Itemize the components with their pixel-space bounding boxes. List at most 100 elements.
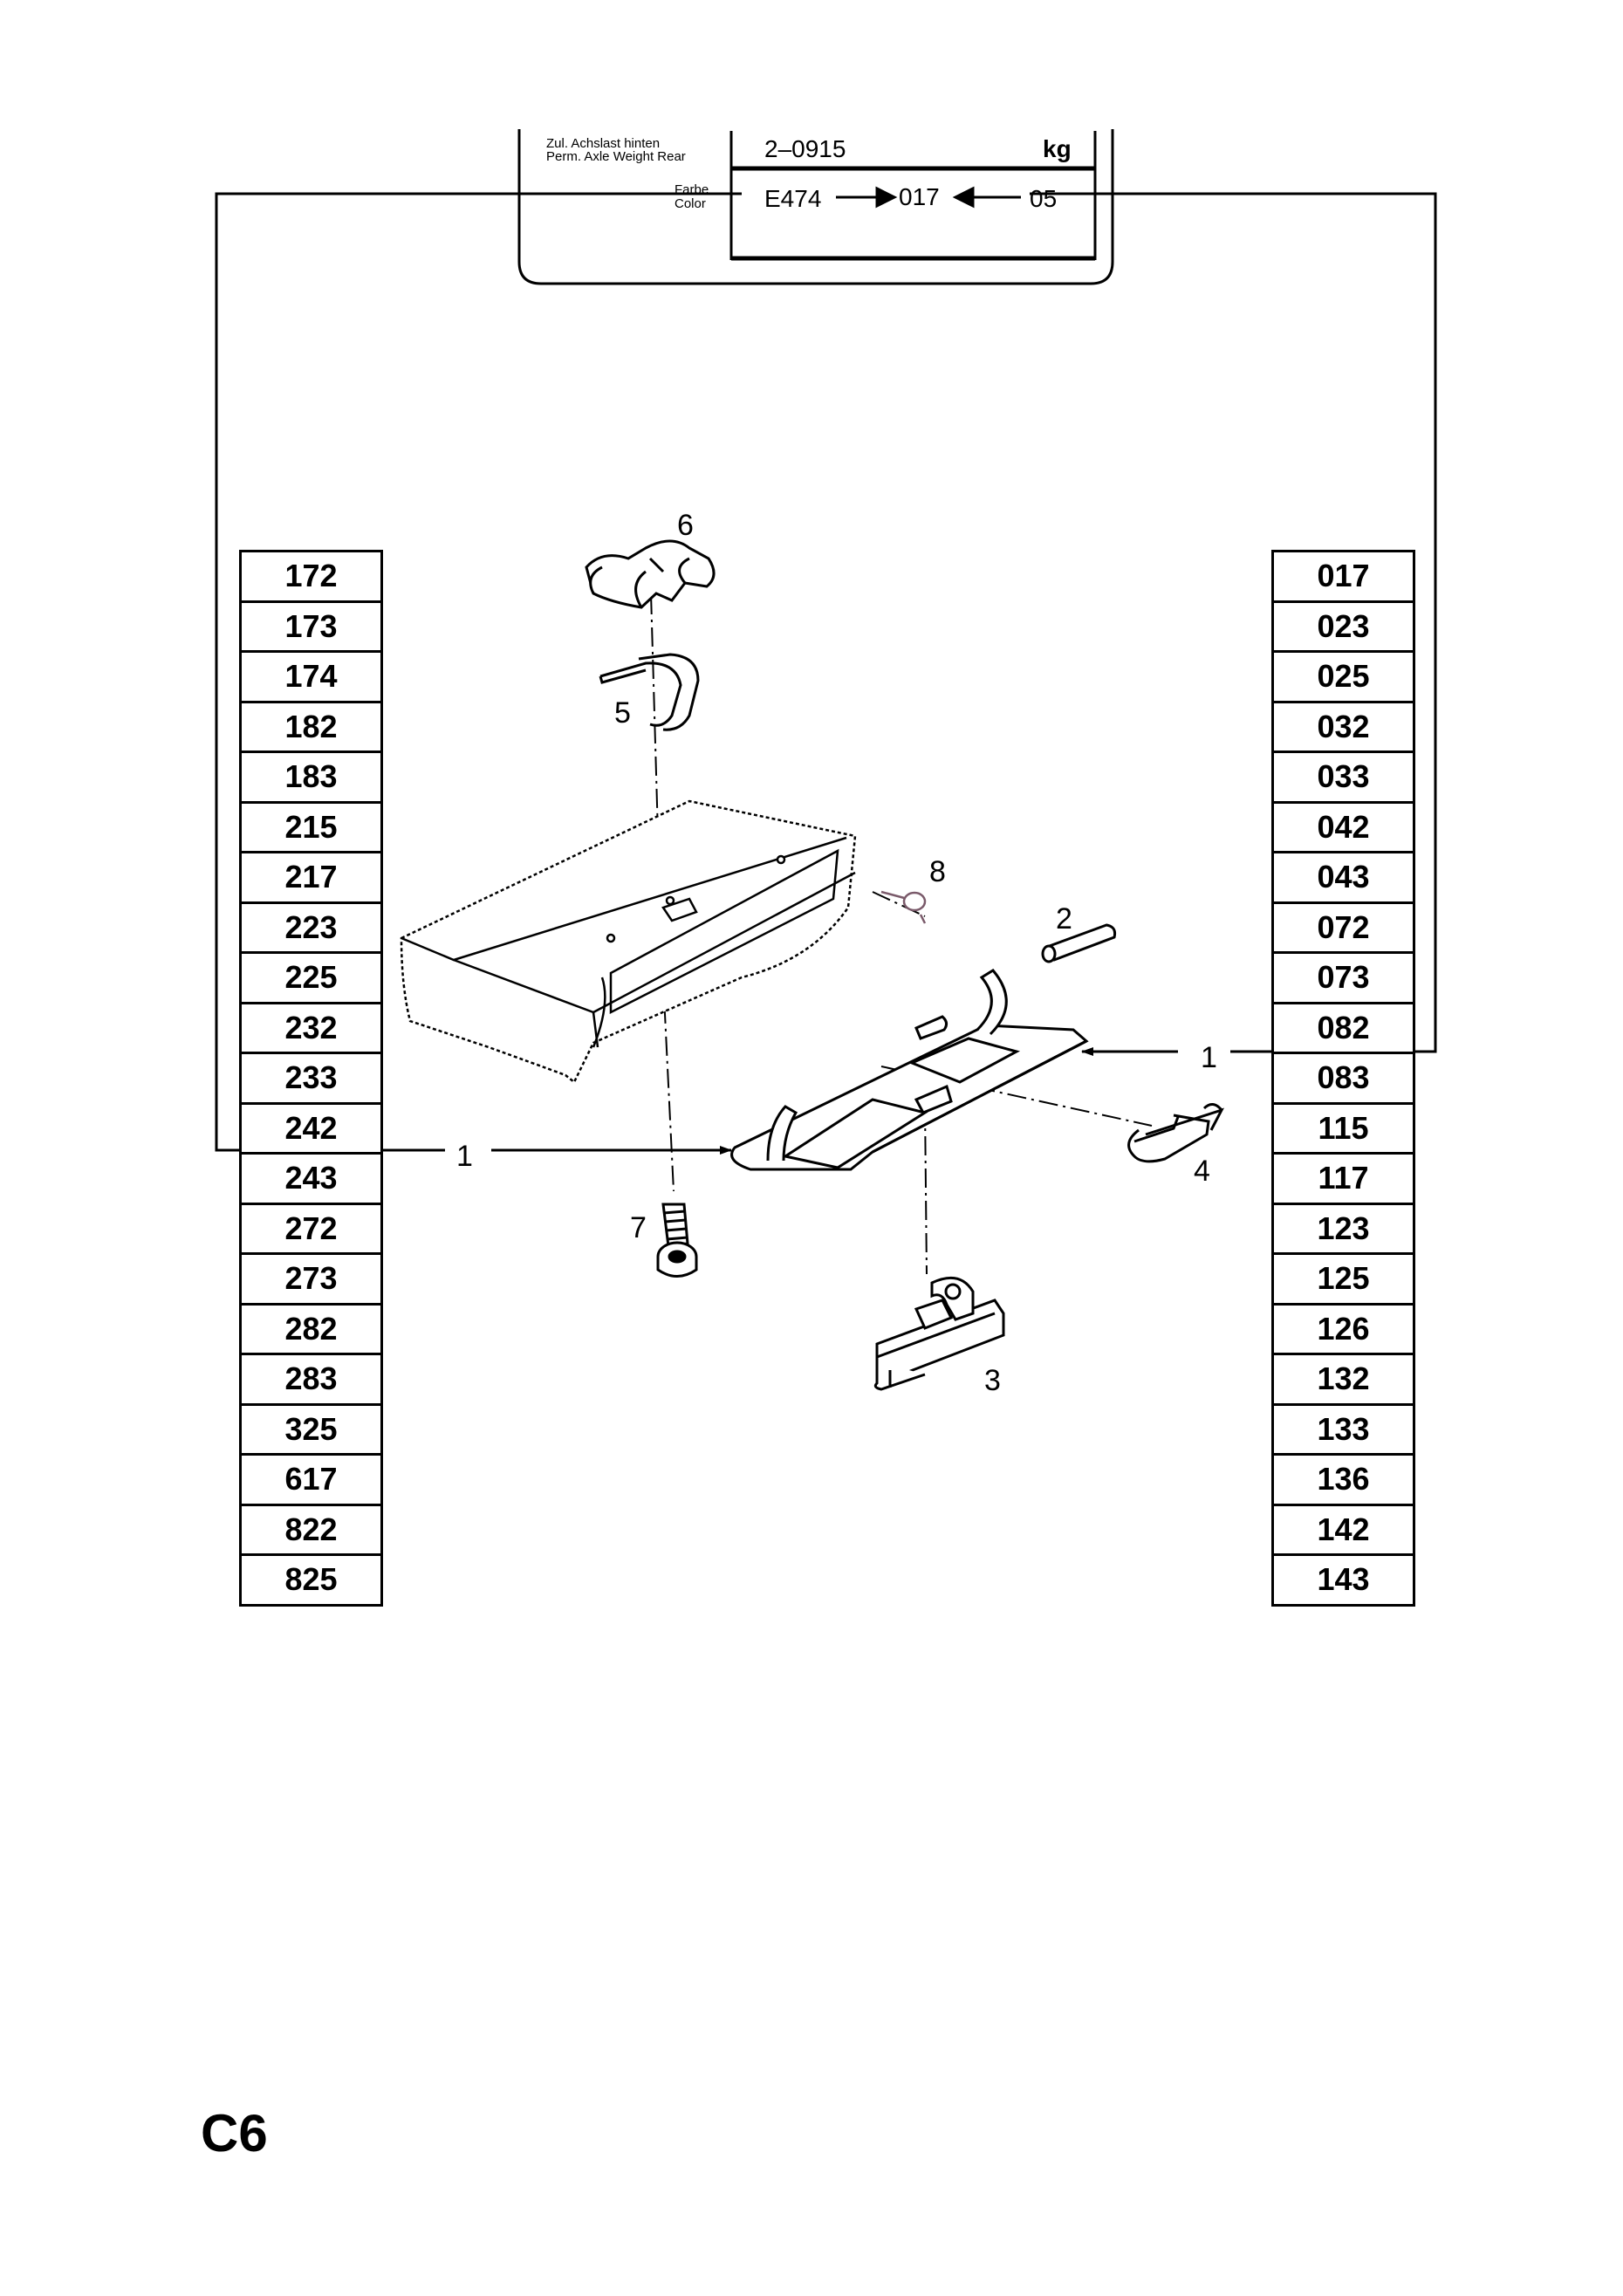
right-code-cell: 126: [1271, 1302, 1415, 1355]
right-code-row: 126: [1271, 1302, 1415, 1355]
right-code-cell: 032: [1271, 700, 1415, 753]
left-code-cell: 182: [239, 700, 383, 753]
right-code-cell: 033: [1271, 750, 1415, 804]
left-code-cell: 174: [239, 650, 383, 703]
left-code-row: 183: [239, 750, 383, 804]
part-6-clip-cap-icon: [585, 539, 716, 609]
left-code-cell: 217: [239, 851, 383, 904]
left-code-cell: 232: [239, 1001, 383, 1054]
callout-4: 4: [1194, 1155, 1210, 1188]
right-code-row: 082: [1271, 1001, 1415, 1054]
left-code-row: 273: [239, 1252, 383, 1306]
right-code-cell: 123: [1271, 1202, 1415, 1255]
label-plate-frame: [517, 129, 1114, 285]
left-code-cell: 223: [239, 901, 383, 954]
right-code-row: 033: [1271, 750, 1415, 804]
axle-unit: kg: [1043, 135, 1072, 162]
part-5-spring-clip-icon: [599, 653, 700, 731]
glove-box-body-icon: [400, 799, 857, 1084]
right-code-row: 042: [1271, 800, 1415, 853]
left-code-row: 225: [239, 951, 383, 1004]
callout-2: 2: [1056, 902, 1072, 936]
right-code-cell: 043: [1271, 851, 1415, 904]
left-code-cell: 173: [239, 600, 383, 653]
left-code-cell: 242: [239, 1101, 383, 1155]
color-code-left: E474: [764, 185, 822, 212]
part-1-latch-plate-icon: [730, 969, 1089, 1171]
right-code-row: 072: [1271, 901, 1415, 954]
left-code-row: 215: [239, 800, 383, 853]
right-code-row: 023: [1271, 600, 1415, 653]
right-code-row: 043: [1271, 851, 1415, 904]
left-code-row: 282: [239, 1302, 383, 1355]
left-code-row: 283: [239, 1353, 383, 1406]
axle-label-de: Zul. Achslast hinten: [546, 136, 661, 151]
right-code-cell: 082: [1271, 1001, 1415, 1054]
left-code-cell: 825: [239, 1553, 383, 1607]
part-3-switch-icon: [873, 1276, 1005, 1391]
right-code-cell: 023: [1271, 600, 1415, 653]
right-code-row: 117: [1271, 1152, 1415, 1205]
right-code-cell: 017: [1271, 550, 1415, 603]
callout-6: 6: [677, 509, 694, 542]
left-code-row: 232: [239, 1001, 383, 1054]
callout-1-right: 1: [1201, 1041, 1217, 1074]
left-code-row: 173: [239, 600, 383, 653]
color-code-mid: 017: [899, 183, 940, 210]
part-7-bolt-icon: [656, 1203, 698, 1278]
right-code-row: 136: [1271, 1453, 1415, 1506]
right-code-row: 143: [1271, 1553, 1415, 1607]
right-code-cell: 142: [1271, 1503, 1415, 1556]
left-code-cell: 283: [239, 1353, 383, 1406]
part-2-pin-icon: [1041, 923, 1117, 963]
right-code-cell: 083: [1271, 1052, 1415, 1105]
color-arrows: [836, 186, 1021, 209]
left-code-cell: 822: [239, 1503, 383, 1556]
color-label-en: Color: [675, 196, 706, 211]
right-code-cell: 136: [1271, 1453, 1415, 1506]
left-code-row: 242: [239, 1101, 383, 1155]
callout-7: 7: [630, 1211, 647, 1244]
left-code-row: 243: [239, 1152, 383, 1205]
callout-8: 8: [929, 855, 946, 888]
callout-5: 5: [614, 696, 631, 730]
right-code-row: 032: [1271, 700, 1415, 753]
color-code-right: 05: [1030, 185, 1058, 212]
left-code-row: 223: [239, 901, 383, 954]
axle-label-en: Perm. Axle Weight Rear: [546, 149, 686, 164]
left-code-cell: 233: [239, 1052, 383, 1105]
right-code-cell: 143: [1271, 1553, 1415, 1607]
connector-lines: [215, 192, 1437, 1152]
right-code-cell: 115: [1271, 1101, 1415, 1155]
right-code-row: 017: [1271, 550, 1415, 603]
callout-3: 3: [984, 1364, 1001, 1397]
left-code-row: 172: [239, 550, 383, 603]
left-code-row: 825: [239, 1553, 383, 1607]
right-code-row: 025: [1271, 650, 1415, 703]
left-code-row: 272: [239, 1202, 383, 1255]
right-code-cell: 132: [1271, 1353, 1415, 1406]
left-code-cell: 617: [239, 1453, 383, 1506]
right-code-row: 083: [1271, 1052, 1415, 1105]
left-code-cell: 243: [239, 1152, 383, 1205]
callout-arrows: [383, 1047, 1271, 1155]
left-code-cell: 325: [239, 1402, 383, 1456]
left-code-cell: 172: [239, 550, 383, 603]
part-4-wire-clip-icon: [1127, 1103, 1225, 1163]
right-code-row: 132: [1271, 1353, 1415, 1406]
right-code-cell: 042: [1271, 800, 1415, 853]
axle-value: 2–0915: [764, 135, 846, 162]
left-code-row: 233: [239, 1052, 383, 1105]
left-code-row: 822: [239, 1503, 383, 1556]
right-code-cell: 025: [1271, 650, 1415, 703]
right-code-row: 123: [1271, 1202, 1415, 1255]
right-code-row: 073: [1271, 951, 1415, 1004]
right-code-cell: 125: [1271, 1252, 1415, 1306]
left-code-cell: 183: [239, 750, 383, 804]
left-code-row: 217: [239, 851, 383, 904]
left-code-cell: 215: [239, 800, 383, 853]
